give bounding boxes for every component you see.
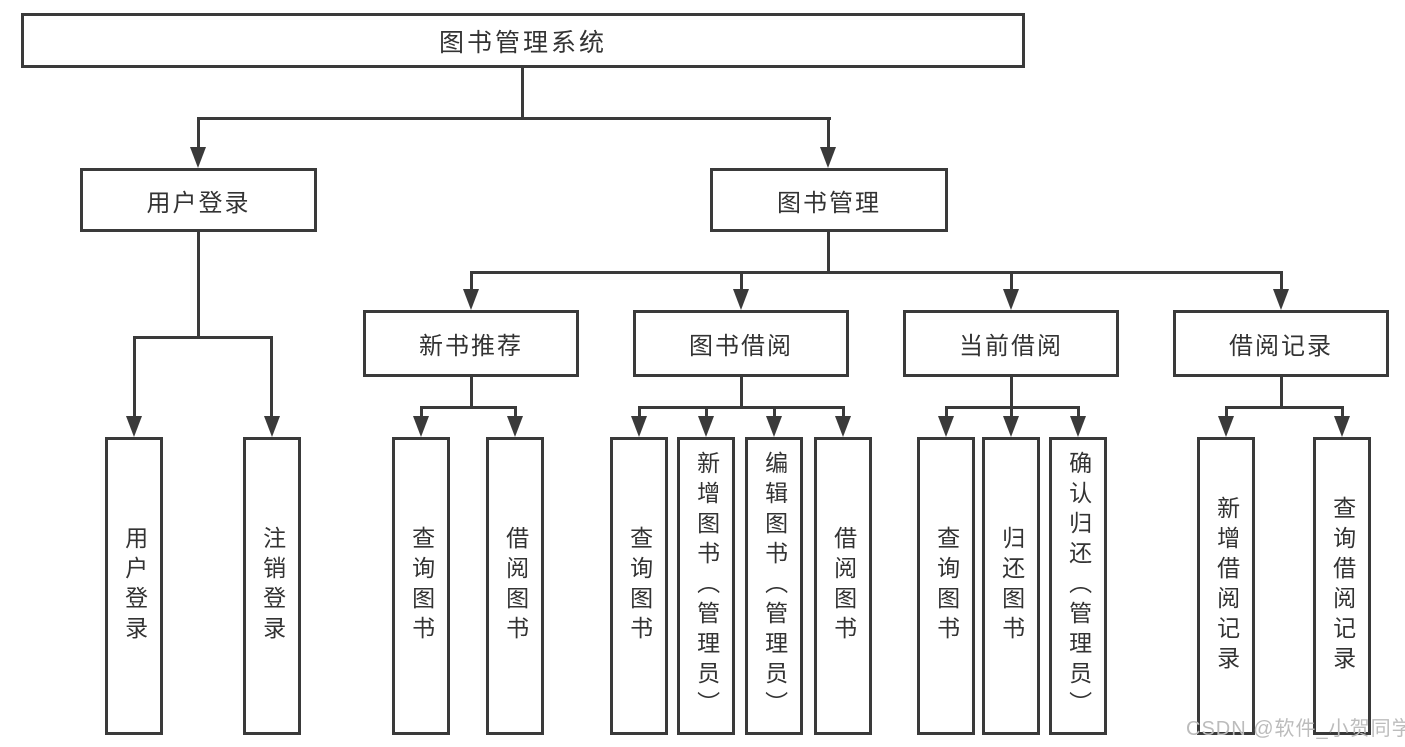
connector-bookmgmt-rail: [470, 271, 1282, 274]
arrowhead: [1273, 289, 1289, 310]
connector-current-stem: [1010, 377, 1013, 406]
arrowhead: [413, 416, 429, 437]
leaf-edit-book-admin: 编辑图书（管理员）: [745, 437, 803, 735]
leaf-label: 编辑图书（管理员）: [761, 451, 788, 721]
node-root: 图书管理系统: [21, 13, 1025, 68]
arrowhead: [1003, 416, 1019, 437]
connector-borrow-drop-4: [842, 406, 845, 420]
leaf-label: 确认归还（管理员）: [1065, 451, 1092, 721]
leaf-borrow-books-newbook: 借阅图书: [486, 437, 544, 735]
leaf-label: 新增借阅记录: [1213, 496, 1240, 676]
connector-bookmgmt-drop-3: [1010, 271, 1013, 293]
arrowhead: [766, 416, 782, 437]
leaf-label: 查询借阅记录: [1329, 496, 1356, 676]
connector-newbook-stem: [470, 377, 473, 406]
leaf-label: 查询图书: [626, 526, 653, 646]
leaf-borrow-books-borrow: 借阅图书: [814, 437, 872, 735]
arrowhead: [631, 416, 647, 437]
connector-borrow-rail: [638, 406, 845, 409]
leaf-label: 新增图书（管理员）: [693, 451, 720, 721]
connector-current-drop-3: [1077, 406, 1080, 420]
leaf-label: 查询图书: [933, 526, 960, 646]
connector-bookmgmt-drop-1: [470, 271, 473, 293]
leaf-label: 注销登录: [259, 526, 286, 646]
arrowhead: [1334, 416, 1350, 437]
leaf-label: 查询图书: [408, 526, 435, 646]
leaf-confirm-return-admin: 确认归还（管理员）: [1049, 437, 1107, 735]
connector-bookmgmt-drop-4: [1280, 271, 1283, 293]
node-new-book-recommend: 新书推荐: [363, 310, 579, 377]
arrowhead: [698, 416, 714, 437]
node-borrow-records: 借阅记录: [1173, 310, 1389, 377]
connector-borrow-drop-1: [638, 406, 641, 420]
arrowhead: [1003, 289, 1019, 310]
arrowhead: [938, 416, 954, 437]
connector-userlogin-rail: [133, 336, 273, 339]
connector-userlogin-stem: [197, 232, 200, 336]
arrowhead: [463, 289, 479, 310]
connector-newbook-drop-2: [514, 406, 517, 420]
leaf-query-books-current: 查询图书: [917, 437, 975, 735]
connector-records-stem: [1280, 377, 1283, 406]
leaf-label: 归还图书: [998, 526, 1025, 646]
node-book-management: 图书管理: [710, 168, 948, 232]
connector-records-drop-1: [1225, 406, 1228, 420]
arrowhead: [126, 416, 142, 437]
arrowhead: [190, 147, 206, 168]
connector-newbook-drop-1: [420, 406, 423, 420]
connector-userlogin-drop-2: [270, 336, 273, 421]
connector-records-drop-2: [1341, 406, 1344, 420]
connector-newbook-rail: [420, 406, 517, 409]
arrowhead: [733, 289, 749, 310]
leaf-logout: 注销登录: [243, 437, 301, 735]
connector-borrow-stem: [740, 377, 743, 406]
leaf-add-borrow-record: 新增借阅记录: [1197, 437, 1255, 735]
leaf-user-login: 用户登录: [105, 437, 163, 735]
leaf-label: 借阅图书: [502, 526, 529, 646]
connector-root-rail: [197, 117, 831, 120]
connector-root-drop-right: [827, 117, 830, 153]
arrowhead: [820, 147, 836, 168]
connector-root-stem: [521, 68, 524, 118]
node-book-borrow: 图书借阅: [633, 310, 849, 377]
connector-current-drop-2: [1010, 406, 1013, 420]
node-user-login: 用户登录: [80, 168, 317, 232]
connector-records-rail: [1225, 406, 1344, 409]
leaf-label: 借阅图书: [830, 526, 857, 646]
node-current-borrow: 当前借阅: [903, 310, 1119, 377]
connector-borrow-drop-2: [705, 406, 708, 420]
arrowhead: [264, 416, 280, 437]
connector-borrow-drop-3: [773, 406, 776, 420]
arrowhead: [835, 416, 851, 437]
connector-current-drop-1: [945, 406, 948, 420]
watermark: CSDN @软件_小贺同学: [1186, 718, 1405, 740]
connector-bookmgmt-drop-2: [740, 271, 743, 293]
leaf-query-books-borrow: 查询图书: [610, 437, 668, 735]
leaf-add-book-admin: 新增图书（管理员）: [677, 437, 735, 735]
connector-root-drop-left: [197, 117, 200, 153]
connector-userlogin-drop-1: [133, 336, 136, 421]
arrowhead: [1070, 416, 1086, 437]
leaf-label: 用户登录: [121, 526, 148, 646]
leaf-return-book: 归还图书: [982, 437, 1040, 735]
leaf-query-borrow-record: 查询借阅记录: [1313, 437, 1371, 735]
arrowhead: [507, 416, 523, 437]
leaf-query-books-newbook: 查询图书: [392, 437, 450, 735]
arrowhead: [1218, 416, 1234, 437]
connector-bookmgmt-stem: [827, 232, 830, 272]
